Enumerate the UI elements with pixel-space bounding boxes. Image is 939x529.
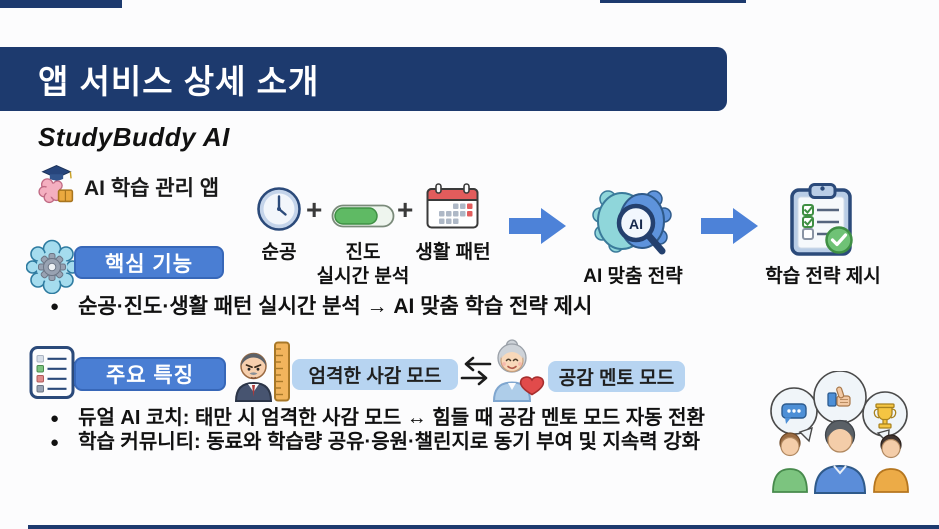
svg-text:AI: AI: [629, 216, 643, 232]
community-illustration: [770, 371, 909, 494]
clipboard-check-icon: [790, 183, 853, 256]
core-features-badge: 핵심 기능: [74, 246, 224, 279]
checklist-icon: [29, 346, 75, 399]
mentor-mode-label: 공감 멘토 모드: [558, 368, 675, 389]
flow-output-label: 학습 전략 제시: [765, 266, 881, 287]
brain-gear-icon: [26, 239, 79, 294]
key-features-badge-label: 주요 특징: [105, 364, 195, 387]
strict-teacher-icon: [234, 341, 290, 402]
title-bar: 앱 서비스 상세 소개: [0, 47, 727, 111]
bullet-dot: ●: [50, 434, 60, 451]
bullet-text: 학습 커뮤니티: 동료와 학습량 공유·응원·챌린지로 동기 부여 및 지속력 …: [78, 431, 701, 453]
calendar-icon: [426, 183, 479, 229]
bullet-text: 순공·진도·생활 패턴 실시간 분석 → AI 맞춤 학습 전략 제시: [78, 295, 593, 318]
flow-input-label: 순공: [261, 242, 297, 263]
flow-input-label: 진도: [345, 242, 381, 263]
progress-bar-icon: [331, 204, 395, 228]
flow-strategy-label: AI 맞춤 전략: [583, 266, 683, 287]
bullet-dot: ●: [50, 298, 60, 315]
flow-input-label: 생활 패턴: [415, 242, 491, 263]
key-features-badge: 주요 특징: [74, 357, 226, 391]
key-feature-bullet: ● 학습 커뮤니티: 동료와 학습량 공유·응원·챌린지로 동기 부여 및 지속…: [50, 430, 770, 455]
swap-arrows-icon: [460, 356, 492, 386]
app-name: StudyBuddy AI: [38, 122, 230, 152]
key-feature-bullet: ● 듀얼 AI 코치: 태만 시 엄격한 사감 모드 ↔ 힘들 때 공감 멘토 …: [50, 406, 770, 431]
top-edge-artifact: [600, 0, 746, 3]
strict-mode-label: 엄격한 사감 모드: [308, 366, 442, 387]
flow-inputs-caption: 실시간 분석: [316, 266, 410, 287]
bullet-dot: ●: [50, 410, 60, 427]
bottom-edge-artifact: [28, 525, 939, 529]
clock-icon: [257, 187, 301, 231]
right-arrow-icon: [701, 208, 758, 244]
brain-graduation-icon: [38, 165, 74, 204]
plus-sign: +: [306, 194, 323, 225]
ai-brain-magnifier-icon: AI: [592, 190, 672, 255]
top-edge-artifact: [0, 0, 122, 8]
empathy-mentor-icon: [492, 339, 545, 402]
app-tagline: AI 학습 관리 앱: [84, 177, 220, 200]
mentor-mode-pill: 공감 멘토 모드: [548, 361, 685, 392]
core-features-badge-label: 핵심 기능: [104, 252, 194, 276]
right-arrow-icon: [509, 208, 566, 244]
page-title: 앱 서비스 상세 소개: [38, 63, 320, 100]
core-feature-bullet: ● 순공·진도·생활 패턴 실시간 분석 → AI 맞춤 학습 전략 제시: [50, 294, 770, 319]
bullet-text: 듀얼 AI 코치: 태만 시 엄격한 사감 모드 ↔ 힘들 때 공감 멘토 모드…: [78, 407, 705, 429]
strict-mode-pill: 엄격한 사감 모드: [292, 359, 458, 390]
plus-sign: +: [397, 194, 414, 225]
